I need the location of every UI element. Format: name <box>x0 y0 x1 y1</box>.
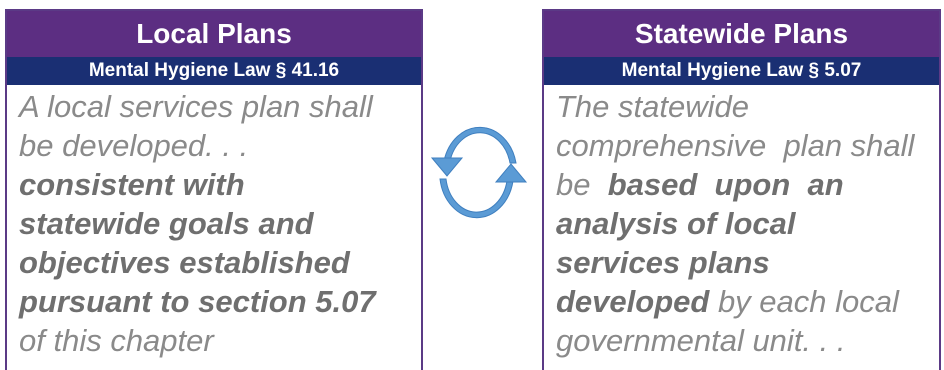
emphasis-text: consistent with <box>19 167 245 202</box>
cycle-arrowhead-left <box>430 157 464 177</box>
text-line: The statewide <box>556 87 939 126</box>
cycle-arc-top <box>443 126 517 164</box>
local-plans-title: Local Plans <box>7 11 421 57</box>
body-text: be <box>556 167 608 202</box>
text-line: be based upon an <box>556 165 939 204</box>
text-line: consistent with <box>19 165 421 204</box>
cycle-arrowhead-right <box>494 163 528 183</box>
local-plans-panel: Local Plans Mental Hygiene Law § 41.16 A… <box>5 9 423 370</box>
text-line: A local services plan shall <box>19 87 421 126</box>
local-plans-text: A local services plan shall be developed.… <box>7 85 421 360</box>
emphasis-text: based upon an <box>607 167 844 202</box>
cycle-arc-bottom <box>439 178 514 219</box>
text-line: pursuant to section 5.07 <box>19 282 421 321</box>
statewide-plans-panel: Statewide Plans Mental Hygiene Law § 5.0… <box>542 9 941 370</box>
statewide-plans-law-reference: Mental Hygiene Law § 5.07 <box>544 57 939 85</box>
body-text: of this chapter <box>19 323 214 358</box>
emphasis-text: developed <box>556 284 710 319</box>
text-line: statewide goals and <box>19 204 421 243</box>
body-text: be developed. . . <box>19 128 249 163</box>
body-text: by each local <box>709 284 899 319</box>
text-line: analysis of local <box>556 204 939 243</box>
text-line: governmental unit. . . <box>556 321 939 360</box>
body-text: The statewide <box>556 89 749 124</box>
local-plans-law-reference: Mental Hygiene Law § 41.16 <box>7 57 421 85</box>
emphasis-text: analysis of local <box>556 206 796 241</box>
statewide-plans-title: Statewide Plans <box>544 11 939 57</box>
text-line: comprehensive plan shall <box>556 126 939 165</box>
emphasis-text: objectives established <box>19 245 350 280</box>
emphasis-text: services plans <box>556 245 770 280</box>
text-line: developed by each local <box>556 282 939 321</box>
body-text: comprehensive plan shall <box>556 128 915 163</box>
text-line: of this chapter <box>19 321 421 360</box>
circular-arrows-icon <box>430 126 528 219</box>
text-line: objectives established <box>19 243 421 282</box>
body-text: A local services plan shall <box>19 89 373 124</box>
text-line: be developed. . . <box>19 126 421 165</box>
body-text: governmental unit. . . <box>556 323 846 358</box>
emphasis-text: pursuant to section 5.07 <box>19 284 376 319</box>
text-line: services plans <box>556 243 939 282</box>
emphasis-text: statewide goals and <box>19 206 314 241</box>
